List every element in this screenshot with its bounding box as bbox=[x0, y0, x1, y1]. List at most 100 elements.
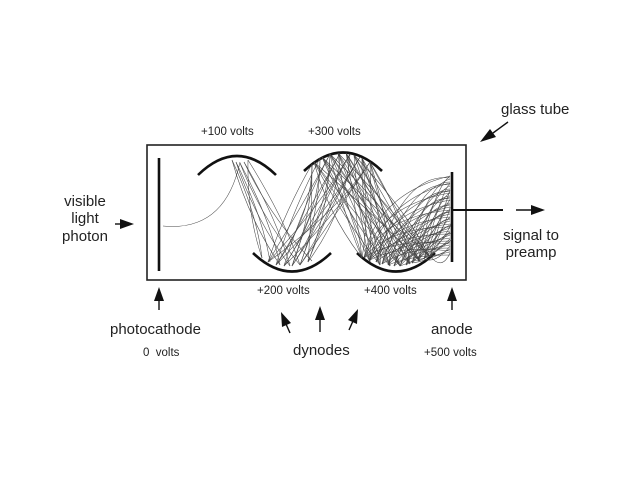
electron-path-88 bbox=[375, 177, 451, 263]
electron-path-86 bbox=[375, 223, 451, 263]
electron-path-0 bbox=[231, 159, 263, 259]
electron-path-56 bbox=[345, 152, 363, 259]
electron-path-85 bbox=[375, 206, 451, 263]
electron-path-100 bbox=[393, 227, 451, 267]
electron-path-102 bbox=[393, 181, 451, 267]
electron-path-79 bbox=[369, 182, 451, 261]
electron-path-122 bbox=[417, 209, 451, 262]
photon-label-line-2: light bbox=[71, 210, 99, 228]
electron-path-128 bbox=[423, 232, 451, 260]
electron-path-108 bbox=[399, 205, 451, 267]
electron-path-33 bbox=[307, 153, 351, 263]
electron-path-124 bbox=[423, 245, 451, 261]
electron-path-77 bbox=[363, 226, 451, 259]
electron-paths bbox=[162, 152, 453, 267]
electron-path-46 bbox=[329, 153, 381, 266]
electron-path-131 bbox=[429, 206, 451, 257]
electron-path-29 bbox=[299, 152, 341, 266]
electron-path-31 bbox=[307, 163, 313, 263]
volts-100-label: +100 volts bbox=[201, 126, 254, 138]
electron-path-66 bbox=[361, 157, 421, 262]
electron-path-34 bbox=[313, 161, 363, 259]
electron-path-113 bbox=[405, 212, 451, 266]
electron-path-8 bbox=[247, 159, 301, 266]
electron-path-110 bbox=[405, 241, 451, 266]
electron-path-83 bbox=[369, 249, 451, 261]
electron-path-26 bbox=[299, 153, 351, 266]
electron-path-47 bbox=[329, 153, 401, 267]
electron-path-116 bbox=[411, 185, 451, 264]
electron-path-primary bbox=[162, 161, 241, 227]
dynode-arrow-right bbox=[348, 309, 358, 331]
electron-path-9 bbox=[247, 159, 263, 259]
photocathode-label: photocathode bbox=[110, 321, 201, 338]
electron-path-133 bbox=[429, 239, 453, 257]
visible-light-photon-label: visible light photon bbox=[58, 193, 112, 245]
electron-path-121 bbox=[417, 192, 451, 262]
photon-label-line-3: photon bbox=[62, 227, 108, 245]
electron-path-74 bbox=[363, 175, 451, 259]
dynode-arrow-center bbox=[315, 306, 325, 332]
electron-path-45 bbox=[329, 153, 363, 259]
electron-path-93 bbox=[381, 184, 451, 265]
electron-path-3 bbox=[235, 161, 291, 267]
electron-path-32 bbox=[307, 153, 331, 263]
electron-path-90 bbox=[381, 213, 451, 265]
electron-path-126 bbox=[423, 199, 451, 260]
photocathode-arrow bbox=[154, 287, 164, 310]
signal-arrow bbox=[516, 205, 545, 215]
electron-path-132 bbox=[429, 223, 451, 257]
electron-path-120 bbox=[417, 175, 451, 262]
electron-path-67 bbox=[361, 157, 367, 259]
electron-path-71 bbox=[369, 161, 372, 263]
electron-path-38 bbox=[313, 161, 363, 259]
photon-arrow bbox=[115, 219, 134, 229]
dynode-1 bbox=[197, 154, 277, 176]
electron-path-11 bbox=[267, 153, 331, 263]
electron-path-14 bbox=[275, 157, 321, 266]
glass-tube-label: glass tube bbox=[501, 101, 570, 118]
electron-path-70 bbox=[369, 161, 431, 258]
electron-path-114 bbox=[411, 231, 451, 264]
electron-path-95 bbox=[387, 220, 451, 266]
volts-400-label: +400 volts bbox=[364, 285, 417, 297]
electron-path-1 bbox=[231, 159, 281, 266]
anode-volts-label: +500 volts bbox=[424, 347, 477, 359]
signal-label-line-2: preamp bbox=[505, 244, 557, 262]
electron-path-81 bbox=[369, 216, 451, 261]
signal-label-line-1: signal to bbox=[503, 227, 559, 244]
electron-path-18 bbox=[283, 153, 331, 267]
electron-path-68 bbox=[361, 157, 382, 266]
electron-path-115 bbox=[411, 248, 451, 264]
anode-arrow bbox=[447, 287, 457, 310]
dynode-arrow-left bbox=[281, 312, 291, 334]
electron-path-130 bbox=[429, 189, 451, 257]
glass-tube-arrow bbox=[480, 121, 509, 142]
electron-path-75 bbox=[363, 192, 451, 259]
electron-path-51 bbox=[337, 152, 411, 265]
electron-path-123 bbox=[417, 225, 451, 262]
electron-path-7 bbox=[243, 161, 313, 262]
electron-path-22 bbox=[291, 152, 341, 267]
volts-300-label: +300 volts bbox=[308, 126, 361, 138]
electron-path-125 bbox=[423, 182, 451, 260]
electron-path-59 bbox=[353, 154, 431, 258]
electron-path-10 bbox=[267, 163, 313, 263]
signal-to-preamp-label: signal to preamp bbox=[495, 227, 567, 262]
dynode-2 bbox=[252, 252, 332, 273]
electron-path-106 bbox=[399, 251, 451, 267]
photon-label-line-1: visible bbox=[64, 193, 106, 210]
electron-path-127 bbox=[423, 216, 451, 260]
photocathode-volts-label: 0 volts bbox=[143, 347, 180, 359]
electron-path-49 bbox=[337, 152, 371, 263]
dynodes-label: dynodes bbox=[293, 342, 350, 359]
electron-path-129 bbox=[429, 252, 451, 264]
electron-path-53 bbox=[337, 152, 371, 263]
electron-path-65 bbox=[361, 157, 401, 267]
electron-path-48 bbox=[329, 153, 421, 262]
glass-tube-outline bbox=[146, 144, 467, 281]
anode-label: anode bbox=[431, 321, 473, 338]
electron-path-5 bbox=[239, 162, 301, 266]
electron-path-92 bbox=[381, 247, 451, 265]
electron-path-91 bbox=[381, 230, 451, 265]
